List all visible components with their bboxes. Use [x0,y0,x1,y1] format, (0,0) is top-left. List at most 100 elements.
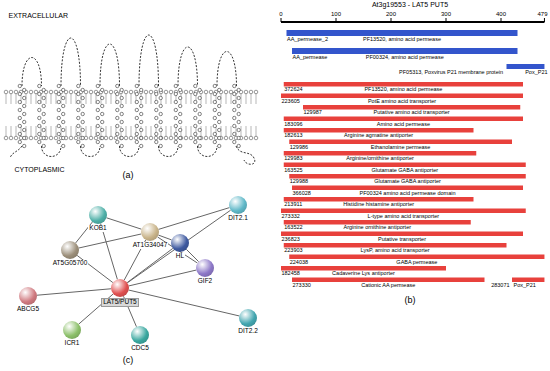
hit-description: Glutamate GABA antiporter [374,179,442,185]
scale-tick [281,18,282,22]
protein-sphere [131,326,149,344]
helix-residue [120,88,123,91]
helix-residue [179,112,182,115]
hit-id: 366028 [292,191,311,197]
helix-residue [62,104,65,107]
lipid-head [9,90,13,94]
domain-bar [287,30,518,36]
domain-name: AA_permease_2 [287,37,329,43]
helix-residue [194,84,197,87]
lipid-head [184,136,188,140]
helix-residue [101,112,104,115]
protein-sphere [89,206,107,224]
helix-residue [135,100,138,103]
scale-number: 479 [537,11,548,17]
domain-bar [292,48,518,54]
helix-residue [198,88,201,91]
helix-residue [237,128,240,131]
hit-id: 273332 [281,214,300,220]
helix-residue [218,104,221,107]
domain-bar [292,186,523,191]
lipid-head [159,136,163,140]
helix-residue [38,100,41,103]
protein-node: GIF2 [195,259,215,285]
helix-residue [81,120,84,123]
interaction-line [186,249,198,261]
helix-residue [101,136,104,139]
hit-description: Amino acid permease [376,122,430,128]
helix-residue [179,88,182,91]
lipid-head [129,136,133,140]
helix-residue [23,88,26,91]
hit-description: Arginine agmatine antiporter [344,133,414,139]
hit-id: 236823 [281,237,300,243]
helix-residue [237,112,240,115]
helix-residue [198,104,201,107]
helix-residue [179,128,182,131]
domain-bar [289,140,512,145]
hit-id: 273330 [292,283,311,289]
hit-id: 213911 [284,202,303,208]
helix-residue [120,96,123,99]
helix-residue [198,112,201,115]
scale-number: 400 [495,11,506,17]
protein-node: KOB1 [86,206,109,232]
hit-id: 182458 [281,271,300,277]
interaction-line [101,224,118,280]
protein-loops [10,35,255,164]
domain-bar [507,64,545,69]
domain-bar [284,197,474,202]
helix-residue [57,140,60,143]
helix-residue [77,132,80,135]
panel-letter: (c) [122,356,134,365]
lipid-head [54,136,58,140]
helix-residue [179,96,182,99]
protein-name: CDC5 [130,345,150,352]
protein-sphere [239,309,257,327]
helix-residue [96,132,99,135]
protein-sphere [111,279,129,297]
helix-residue [120,104,123,107]
helix-residue [218,88,221,91]
helix-residue [57,108,60,111]
lipid-head [29,90,33,94]
helix-residue [159,128,162,131]
helix-residue [77,140,80,143]
hit-description: Cationic AA permease [361,283,416,289]
helix-residue [62,112,65,115]
domain-description: PF05313, Poxvirus P21 membrane protein [399,70,504,76]
protein-node: ICR1 [62,321,83,347]
helix-residue [174,116,177,119]
lipid-head [224,136,228,140]
hit-id: 283071 [491,283,510,289]
helix-residue [42,144,45,147]
hit-description: Histidine histamine antiporter [343,202,415,208]
helix-residue [155,92,158,95]
helix-residue [62,88,65,91]
helix-residue [140,96,143,99]
domain-bar [284,82,523,87]
helix-residue [81,104,84,107]
helix-residue [38,132,41,135]
lipid-head [144,90,148,94]
helix-residue [159,144,162,147]
helix-residue [174,100,177,103]
helix-residue [179,104,182,107]
lipid-head [184,90,188,94]
domain-description: PF13520, amino acid permease [363,37,442,43]
helix-residue [42,112,45,115]
protein-name: KOB1 [88,225,107,232]
helix-residue [42,128,45,131]
lipid-head [119,136,123,140]
helix-residue [38,140,41,143]
helix-residue [96,140,99,143]
helix-residue [233,132,236,135]
hit-description: Ethanolamine permease [370,145,431,151]
panel-letter: (a) [122,171,134,180]
helix-residue [81,112,84,115]
protein-node: DIT2.1 [225,196,251,222]
helix-residue [233,124,236,127]
lipid-head [179,136,183,140]
protein-name: DIT2.2 [237,328,259,335]
